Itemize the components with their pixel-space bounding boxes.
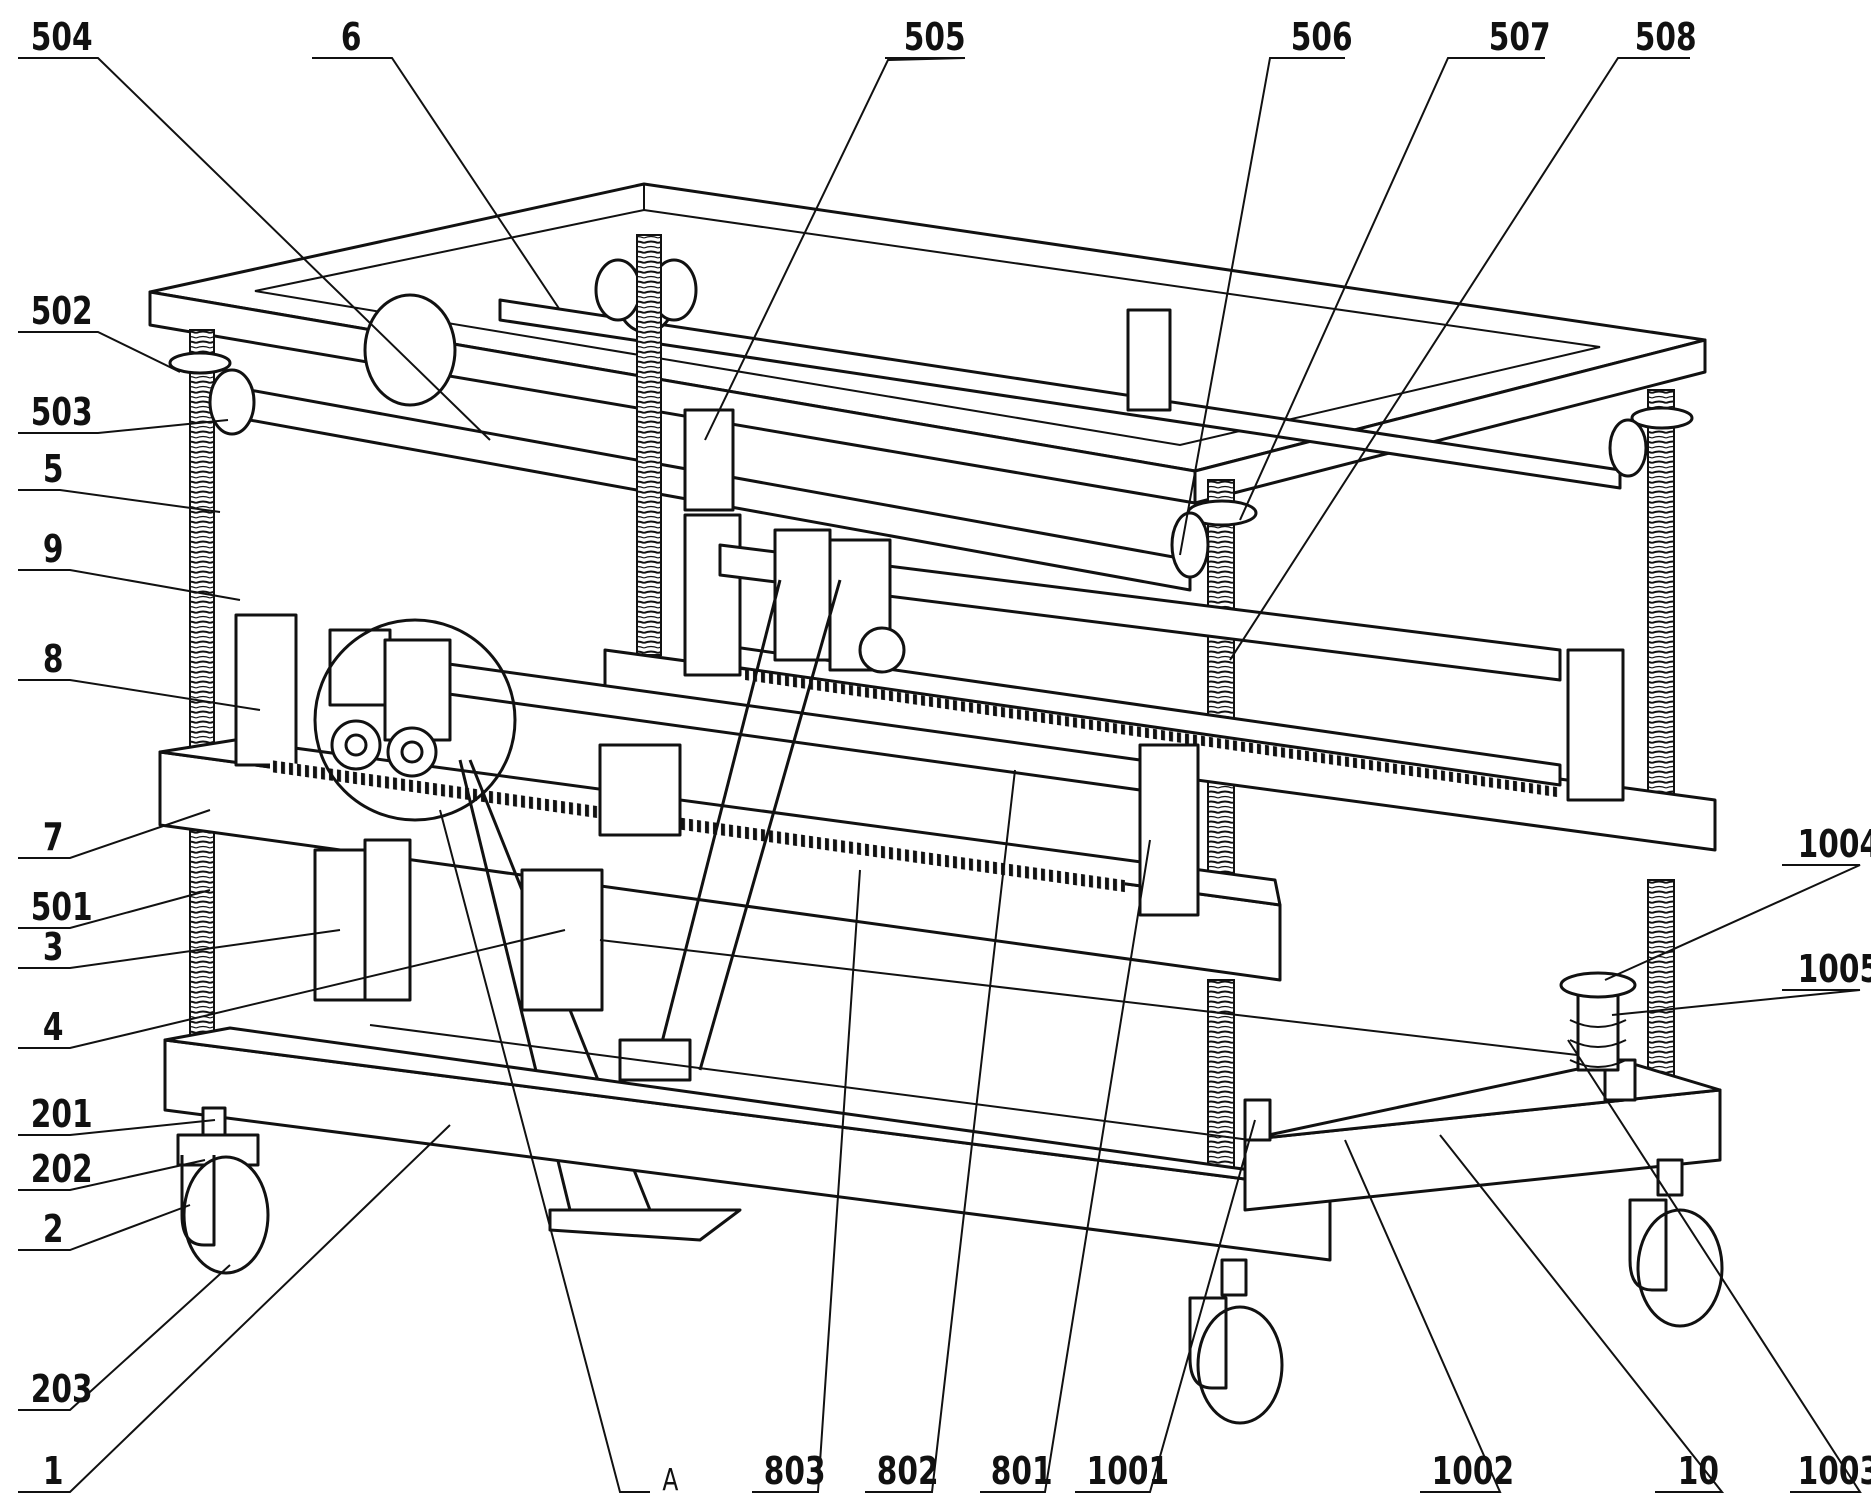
label-502: 502 xyxy=(31,289,93,334)
spring-pin xyxy=(1559,971,1637,1072)
lead-screws xyxy=(168,234,1694,1191)
label-201: 201 xyxy=(31,1092,93,1137)
wheel-front-right xyxy=(1188,1258,1284,1425)
label-3: 3 xyxy=(43,925,64,970)
label-2: 2 xyxy=(43,1207,64,1252)
label-802: 802 xyxy=(877,1449,939,1494)
label-10: 10 xyxy=(1678,1449,1719,1494)
struts xyxy=(313,579,842,1242)
label-801: 801 xyxy=(991,1449,1053,1494)
wheel-front-left xyxy=(176,1106,270,1275)
label-7: 7 xyxy=(43,815,64,860)
label-504: 504 xyxy=(31,15,93,60)
label-506: 506 xyxy=(1291,15,1353,60)
label-202: 202 xyxy=(31,1147,93,1192)
label-501: 501 xyxy=(31,885,93,930)
leader-lines xyxy=(18,57,1862,1493)
label-1001: 1001 xyxy=(1087,1449,1169,1494)
label-507: 507 xyxy=(1489,15,1551,60)
label-503: 503 xyxy=(31,390,93,435)
label-8: 8 xyxy=(43,637,64,682)
label-4: 4 xyxy=(43,1005,64,1050)
base-frame xyxy=(163,939,1722,1262)
label-1003: 1003 xyxy=(1798,1449,1871,1494)
wheel-rear-right xyxy=(1628,1158,1724,1328)
label-A: A xyxy=(662,1463,679,1498)
callout-labels: 504 6 505 506 507 508 502 503 5 9 8 7 50… xyxy=(31,15,1871,1497)
label-9: 9 xyxy=(43,527,64,572)
label-203: 203 xyxy=(31,1367,93,1412)
label-5: 5 xyxy=(43,447,64,492)
label-1: 1 xyxy=(43,1449,64,1494)
label-1002: 1002 xyxy=(1432,1449,1514,1494)
label-6: 6 xyxy=(341,15,362,60)
label-1004: 1004 xyxy=(1798,822,1871,867)
label-1005: 1005 xyxy=(1798,947,1871,992)
label-508: 508 xyxy=(1635,15,1697,60)
label-505: 505 xyxy=(904,15,966,60)
label-803: 803 xyxy=(764,1449,826,1494)
